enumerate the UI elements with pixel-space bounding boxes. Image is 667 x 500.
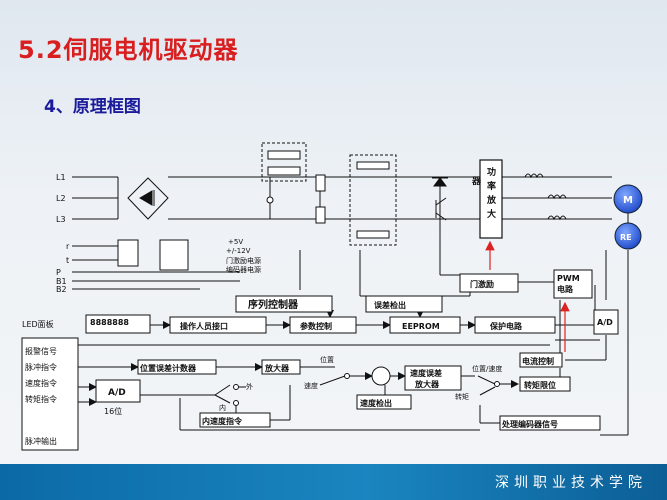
signal-speed-cmd: 速度指令 [25,378,57,388]
pos-counter-label: 位置误差计数器 [140,363,197,373]
inner-speed-label: 内速度指令 [202,416,243,426]
label-l1: L1 [56,173,66,182]
label-door-power: 门激励电源 [226,256,261,265]
slide-title: 5.2伺服电机驱动器 [18,36,239,64]
amplifier-label: 放大器 [264,363,290,373]
rectifier-bridge [127,177,169,220]
signal-pulse-cmd: 脉冲指令 [25,362,57,372]
gate-drive-label: 门激励 [470,279,494,289]
label-b1: B1 [56,277,67,286]
aux-rectifier [117,239,139,267]
ad-left-box [95,379,141,403]
torque-limit-label: 转矩限位 [524,380,556,390]
gate-drive-box [459,273,519,293]
power-amp-label: 功率放大 [486,166,497,220]
param-ctrl-label: 参数控制 [299,321,332,331]
encoder-proc-box [499,415,601,431]
sequence-ctrl-label: 序列控制器 [248,298,299,311]
slide-subtitle: 4、原理框图 [44,97,141,117]
label-l3: L3 [56,215,66,224]
signal-speed: 速度 [304,381,318,390]
aux-converter [159,239,189,271]
encoder-label: RE [620,233,632,242]
eeprom-label: EEPROM [402,322,440,331]
signal-pos-speed: 位置/速度 [472,364,502,373]
signal-panel-box [21,337,79,451]
regen-dashed-box [261,142,307,182]
speed-amp-label: 速度误差放大器 [410,368,442,389]
label-r: r [66,242,70,251]
protect-box [474,316,556,334]
encoder-proc-label: 处理编码器信号 [501,419,558,429]
pos-counter-box [137,359,217,375]
ad-right-box [593,309,619,335]
protect-label: 保护电路 [489,321,523,331]
sequence-ctrl-box [235,295,333,313]
footer-bar: 深圳职业技术学院 [0,464,667,500]
signal-outer: 外 [246,382,253,391]
signal-position: 位置 [320,355,334,364]
label-p: P [56,268,61,277]
pwm-box [553,269,593,299]
ad-left-label: A/D [108,388,126,398]
ad-right-label: A/D [597,318,613,327]
error-detect-box [365,295,443,313]
igbt-symbol [432,177,448,221]
led-display-label: 8888888 [90,318,129,327]
operator-if-label: 操作人员接口 [180,321,228,331]
led-panel-label: LED面板 [22,319,54,329]
current-ctrl-label: 电流控制 [522,356,554,366]
signal-alarm: 报警信号 [25,346,57,356]
bits16-label: 16位 [104,406,122,416]
operator-if-box [169,316,267,334]
label-5v: +5V [228,238,243,246]
power-amp-label-2: 器 [471,176,482,187]
error-detect-label: 误差检出 [374,300,406,310]
label-t: t [66,256,69,265]
inner-speed-box [199,412,271,428]
signal-torque: 转矩 [455,392,469,401]
resistor-1 [315,174,326,192]
signal-torque-cmd: 转矩指令 [25,394,57,404]
motor-label: M [623,195,633,206]
label-l2: L2 [56,194,66,203]
param-ctrl-box [289,316,357,334]
torque-limit-box [519,376,571,392]
capacitor-dashed-box [349,154,397,246]
signal-pulse-out: 脉冲输出 [25,436,57,446]
summing-junction [371,366,391,386]
label-12v: +/-12V [226,247,251,255]
speed-detect-box [356,394,412,410]
footer-text: 深圳职业技术学院 [495,475,647,491]
output-coils [524,173,567,221]
resistor-2 [315,206,326,224]
power-amp-box [479,159,503,239]
led-display-box [85,314,151,334]
signal-inner: 内 [219,403,226,412]
amplifier-box [261,359,301,375]
eeprom-box [389,316,461,334]
label-b2: B2 [56,285,67,294]
speed-amp-box [404,365,462,391]
speed-detect-label: 速度检出 [360,398,392,408]
current-ctrl-box [519,352,563,368]
label-encoder-power: 编码器电源 [226,265,261,274]
